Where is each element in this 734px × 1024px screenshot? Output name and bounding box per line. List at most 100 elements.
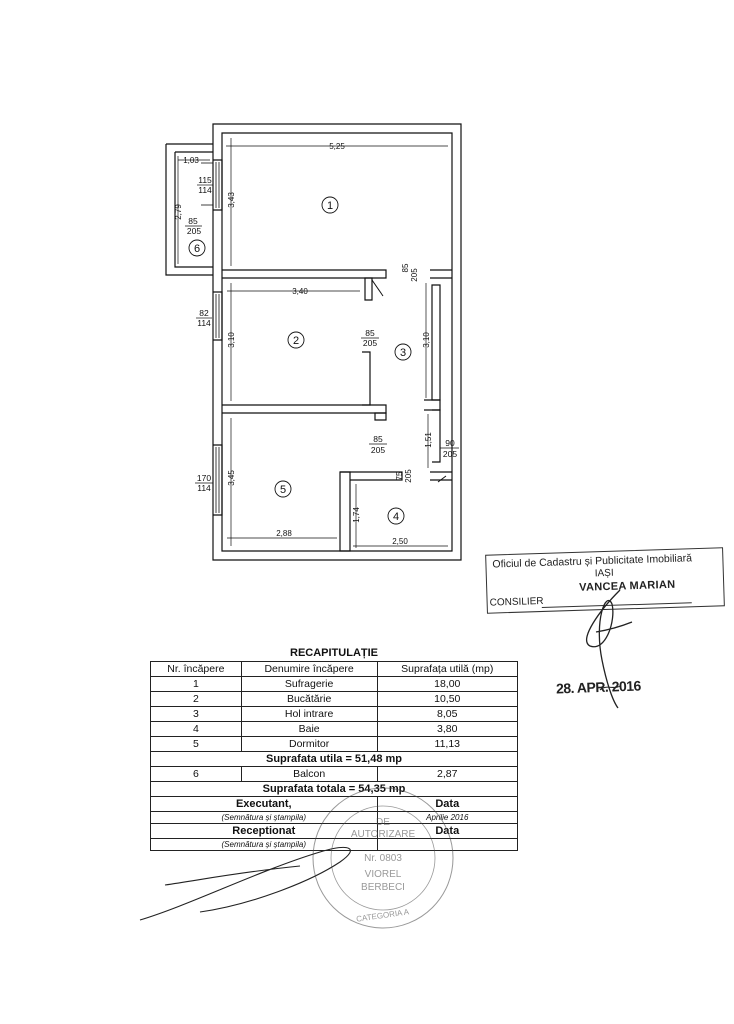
svg-text:85: 85 xyxy=(188,216,198,226)
room-marker-1: 1 xyxy=(321,196,339,214)
svg-text:205: 205 xyxy=(187,226,201,236)
outer-wall-outer xyxy=(212,123,462,561)
room-marker-6: 6 xyxy=(188,239,206,257)
svg-text:205: 205 xyxy=(410,268,419,282)
door-stub-2 xyxy=(364,277,373,301)
wall-2-5-stub xyxy=(374,412,387,421)
table-row: 2 Bucătărie 10,50 xyxy=(150,691,519,707)
label-window-82-114: 82 114 xyxy=(196,308,212,328)
seal-text-5: BERBECI xyxy=(361,882,405,893)
svg-text:114: 114 xyxy=(197,483,211,493)
corridor-wall-right xyxy=(431,284,441,401)
recap-util-total: Suprafata utila = 51,48 mp xyxy=(150,751,518,767)
table-row: 3 Hol intrare 8,05 xyxy=(150,706,519,722)
svg-text:4: 4 xyxy=(393,511,399,523)
window-room-5 xyxy=(213,444,223,516)
svg-text:85: 85 xyxy=(373,434,383,444)
dim-340: 3,40 xyxy=(292,287,308,296)
wall-2-3 xyxy=(362,351,371,406)
wall-4-top-right xyxy=(430,471,452,481)
recap-grand-total: Suprafata totala = 54,35 mp xyxy=(150,781,518,797)
recap-executant-label: Executant, xyxy=(150,796,378,812)
window-room-1 xyxy=(213,159,223,211)
dim-343: 3,43 xyxy=(227,192,236,208)
dim-279: 2,79 xyxy=(174,204,183,220)
svg-text:5: 5 xyxy=(280,484,286,496)
stamp-city: IAȘI xyxy=(594,567,614,580)
balcony-inner-wall xyxy=(174,151,213,268)
svg-text:170: 170 xyxy=(197,473,211,483)
room-marker-3: 3 xyxy=(394,343,412,361)
stamp-office-name: Oficiul de Cadastru și Publicitate Imobi… xyxy=(492,552,693,571)
svg-text:114: 114 xyxy=(198,185,212,195)
dim-288: 2,88 xyxy=(276,529,292,538)
recap-receptionat-label: Receptionat xyxy=(150,823,378,839)
label-window-115-114: 115 114 xyxy=(197,175,213,195)
dim-310a: 3,10 xyxy=(227,332,236,348)
svg-text:1: 1 xyxy=(327,200,333,212)
seal-text-3: Nr. 0803 xyxy=(364,853,402,864)
window-room-2 xyxy=(213,291,223,341)
label-door-85-205-kitchen: 85 205 xyxy=(361,328,379,348)
svg-text:90: 90 xyxy=(445,438,455,448)
corridor-wall-right-2 xyxy=(432,409,441,463)
recap-total-row: Suprafata totala = 54,35 mp xyxy=(150,781,518,797)
label-door-85-205-balcony: 85 205 xyxy=(185,216,202,236)
cadastre-stamp: Oficiul de Cadastru și Publicitate Imobi… xyxy=(485,547,725,614)
table-row: 5 Dormitor 11,13 xyxy=(150,736,519,752)
dim-250: 2,50 xyxy=(392,537,408,546)
svg-text:3: 3 xyxy=(400,347,406,359)
stamp-rule xyxy=(541,602,692,608)
dim-103: 1,03 xyxy=(183,156,199,165)
seal-text-6: CATEGORIA A xyxy=(356,907,411,923)
wall-1-3 xyxy=(430,269,452,279)
wall-2-5 xyxy=(222,404,387,414)
label-door-85-205-bedroom: 85 205 xyxy=(369,434,387,455)
date-stamp: 28. APR. 2016 xyxy=(555,677,642,697)
stamp-role: CONSILIER xyxy=(489,595,544,609)
svg-text:115: 115 xyxy=(198,175,212,185)
recap-header-area: Suprafața utilă (mp) xyxy=(376,661,519,677)
recap-executant-date: Aprilie 2016 xyxy=(376,811,519,824)
label-door-90-205-entrance: 90 205 xyxy=(440,438,459,459)
recap-title: RECAPITULAȚIE xyxy=(290,647,378,659)
svg-text:205: 205 xyxy=(371,445,385,455)
svg-text:2: 2 xyxy=(293,335,299,347)
recap-util-row: Suprafata utila = 51,48 mp xyxy=(150,751,518,767)
svg-text:205: 205 xyxy=(443,449,457,459)
recap-receptionat-sign: (Semnătura și ștampila) xyxy=(150,838,378,851)
door-swing-bath xyxy=(437,475,447,483)
table-row: 4 Baie 3,80 xyxy=(150,721,519,737)
wall-4-top xyxy=(340,471,403,481)
dim-310b: 3,10 xyxy=(422,332,431,348)
svg-text:114: 114 xyxy=(197,318,211,328)
svg-text:85: 85 xyxy=(365,328,375,338)
balcony-outer-wall xyxy=(165,143,213,276)
svg-text:75: 75 xyxy=(395,471,404,480)
wall-1-2 xyxy=(222,269,387,279)
table-row: 6 Balcon 2,87 xyxy=(150,766,519,782)
label-door-85-205-vertical: 85 205 xyxy=(401,263,419,282)
corridor-wall-notch xyxy=(424,399,441,411)
room-marker-2: 2 xyxy=(287,331,305,349)
svg-text:6: 6 xyxy=(194,243,200,255)
room-marker-5: 5 xyxy=(274,480,292,498)
dim-345: 3,45 xyxy=(227,470,236,486)
signature-executant xyxy=(139,846,351,921)
dim-174: 1,74 xyxy=(352,507,361,523)
dim-525: 5,25 xyxy=(329,142,345,151)
recap-executant-sign: (Semnătura și ștampila) xyxy=(150,811,378,824)
recap-receptionat-row: Receptionat Data xyxy=(150,823,519,839)
label-window-170-114: 170 114 xyxy=(195,473,213,493)
seal-text-4: VIOREL xyxy=(365,869,402,880)
recap-header-nr: Nr. încăpere xyxy=(150,661,242,677)
svg-text:205: 205 xyxy=(404,469,413,483)
recap-header-name: Denumire încăpere xyxy=(240,661,378,677)
recap-executant-data-label: Data xyxy=(376,796,519,812)
recap-executant-row: Executant, Data xyxy=(150,796,519,812)
table-row: 1 Sufragerie 18,00 xyxy=(150,676,519,692)
recap-table: Nr. încăpere Denumire încăpere Suprafața… xyxy=(150,661,519,851)
svg-text:82: 82 xyxy=(199,308,209,318)
label-door-75-205-bath: 75 205 xyxy=(395,469,413,483)
room-marker-4: 4 xyxy=(387,507,405,525)
